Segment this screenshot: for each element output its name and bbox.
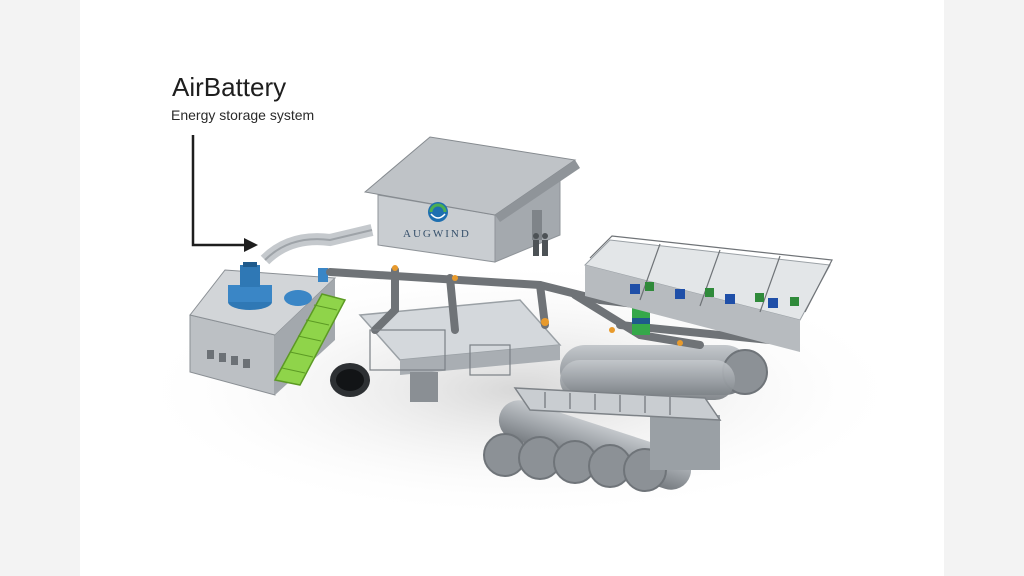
equipment-frames: [369, 329, 511, 376]
air-duct: [260, 224, 374, 265]
tank-cover-grate: [513, 387, 722, 421]
valve-markers: [392, 265, 683, 346]
machinery-platform: [584, 235, 833, 352]
diagram-title: AirBattery: [172, 72, 287, 102]
arrow-pointer: [191, 135, 258, 252]
turbine-unit: [228, 262, 328, 310]
green-conveyor: [273, 293, 347, 386]
storage-tanks-front: [483, 400, 720, 492]
control-cabinet: [410, 372, 438, 402]
augwind-building: [363, 136, 580, 263]
brand-label: AUGWIND: [403, 228, 471, 240]
diagram-subtitle: Energy storage system: [171, 107, 315, 123]
augwind-logo-icon: [428, 202, 448, 222]
storage-tanks-rear: [560, 345, 768, 400]
intake-pipe: [330, 363, 370, 397]
people-figures: [533, 233, 548, 256]
